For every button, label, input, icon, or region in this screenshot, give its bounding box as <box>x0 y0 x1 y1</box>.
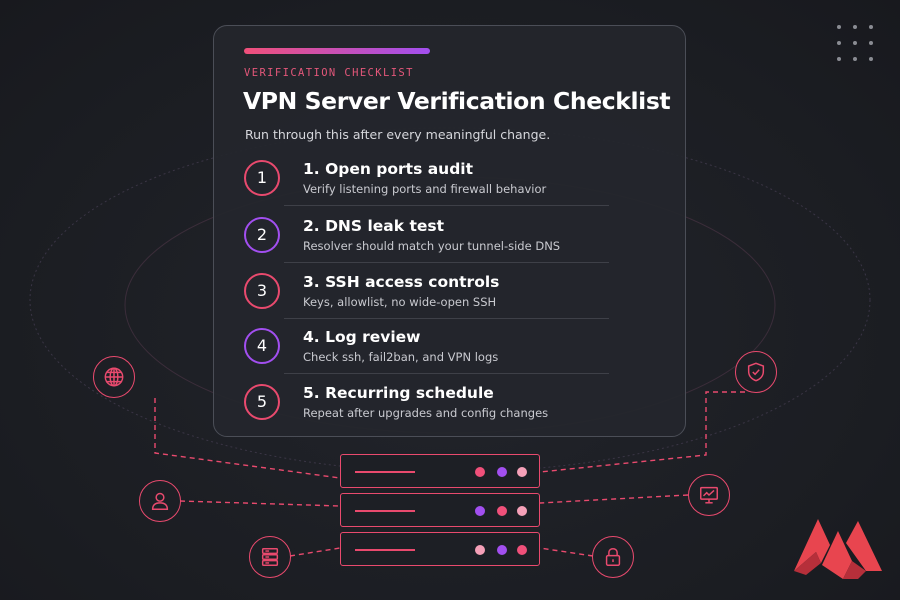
step-number-badge: 5 <box>244 384 280 420</box>
server-led <box>517 545 527 555</box>
brand-logo <box>794 519 882 579</box>
page-subtitle: Run through this after every meaningful … <box>245 127 551 142</box>
step-divider <box>284 205 609 206</box>
monitor-connector <box>539 494 689 504</box>
server-unit <box>340 532 540 566</box>
monitor-chart-icon <box>688 474 730 516</box>
step-divider <box>284 262 609 263</box>
user-connector <box>179 500 341 507</box>
globe-icon <box>93 356 135 398</box>
server-led <box>497 545 507 555</box>
shield-connector <box>539 391 745 473</box>
step-description: Resolver should match your tunnel-side D… <box>303 239 561 253</box>
checklist-step: 4 4. Log review Check ssh, fail2ban, and… <box>244 328 644 374</box>
server-led <box>475 467 485 477</box>
step-description: Verify listening ports and firewall beha… <box>303 182 547 196</box>
step-divider <box>284 373 609 374</box>
step-description: Repeat after upgrades and config changes <box>303 406 549 420</box>
server-slot <box>355 471 415 473</box>
server-slot <box>355 510 415 512</box>
shield-check-icon <box>735 351 777 393</box>
padlock-icon <box>592 536 634 578</box>
checklist-step: 1 1. Open ports audit Verify listening p… <box>244 160 644 206</box>
database-connector <box>289 547 341 557</box>
database-icon <box>249 536 291 578</box>
checklist-card: VERIFICATION CHECKLIST VPN Server Verifi… <box>213 25 686 437</box>
step-title: 2. DNS leak test <box>303 217 445 235</box>
step-title: 4. Log review <box>303 328 421 346</box>
dot-grid-decoration <box>837 25 877 65</box>
step-number-badge: 1 <box>244 160 280 196</box>
step-description: Keys, allowlist, no wide-open SSH <box>303 295 497 309</box>
step-description: Check ssh, fail2ban, and VPN logs <box>303 350 499 364</box>
step-title: 1. Open ports audit <box>303 160 474 178</box>
server-led <box>497 467 507 477</box>
step-title: 3. SSH access controls <box>303 273 500 291</box>
accent-bar <box>244 48 430 54</box>
checklist-step: 2 2. DNS leak test Resolver should match… <box>244 217 644 263</box>
server-led <box>517 467 527 477</box>
eyebrow-label: VERIFICATION CHECKLIST <box>244 67 414 79</box>
server-led <box>497 506 507 516</box>
server-unit <box>340 454 540 488</box>
step-number-badge: 3 <box>244 273 280 309</box>
server-unit <box>340 493 540 527</box>
step-number-badge: 4 <box>244 328 280 364</box>
checklist-step: 5 5. Recurring schedule Repeat after upg… <box>244 384 644 424</box>
page-title: VPN Server Verification Checklist <box>243 87 671 115</box>
step-divider <box>284 318 609 319</box>
globe-connector <box>154 398 341 479</box>
checklist-step: 3 3. SSH access controls Keys, allowlist… <box>244 273 644 319</box>
server-led <box>475 545 485 555</box>
step-number-badge: 2 <box>244 217 280 253</box>
server-led <box>517 506 527 516</box>
server-slot <box>355 549 415 551</box>
step-title: 5. Recurring schedule <box>303 384 494 402</box>
padlock-connector <box>539 547 594 557</box>
server-led <box>475 506 485 516</box>
user-icon <box>139 480 181 522</box>
